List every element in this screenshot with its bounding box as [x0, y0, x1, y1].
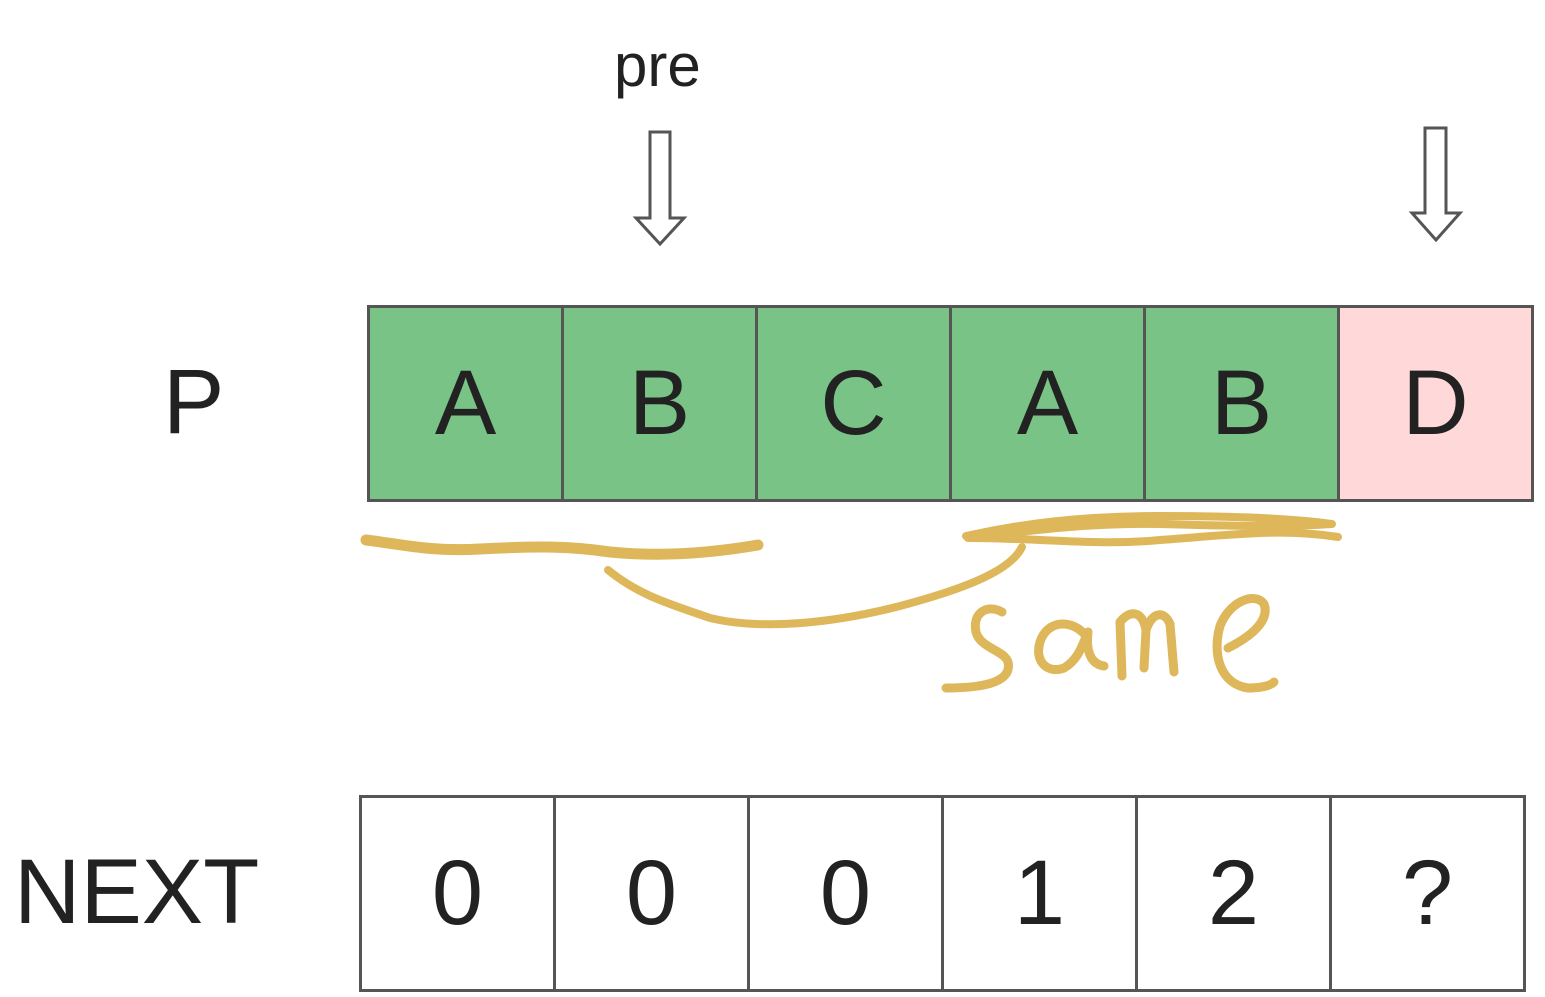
pattern-cell: B: [561, 305, 758, 502]
current-pointer-arrow: [1408, 126, 1464, 243]
next-cell: 0: [747, 795, 944, 992]
prefix-underline: [360, 534, 764, 560]
pattern-row: A B C A B D: [367, 305, 1534, 502]
pattern-cell: B: [1143, 305, 1340, 502]
pattern-cell: C: [755, 305, 952, 502]
row-label-p: P: [163, 351, 225, 453]
pattern-cell: A: [367, 305, 564, 502]
pattern-cell-mismatch: D: [1337, 305, 1534, 502]
next-cell: 2: [1135, 795, 1332, 992]
suffix-underline: [962, 512, 1342, 547]
next-array-row: 0 0 0 1 2 ?: [359, 795, 1526, 992]
next-cell-unknown: ?: [1329, 795, 1526, 992]
next-cell: 0: [553, 795, 750, 992]
pre-pointer-arrow: [632, 130, 688, 247]
connector-curve: [604, 543, 1026, 629]
pattern-cell: A: [949, 305, 1146, 502]
pre-pointer-label: pre: [614, 32, 701, 99]
next-cell: 0: [359, 795, 556, 992]
handwritten-same-word: [941, 594, 1279, 693]
row-label-next: NEXT: [14, 841, 260, 943]
next-cell: 1: [941, 795, 1138, 992]
